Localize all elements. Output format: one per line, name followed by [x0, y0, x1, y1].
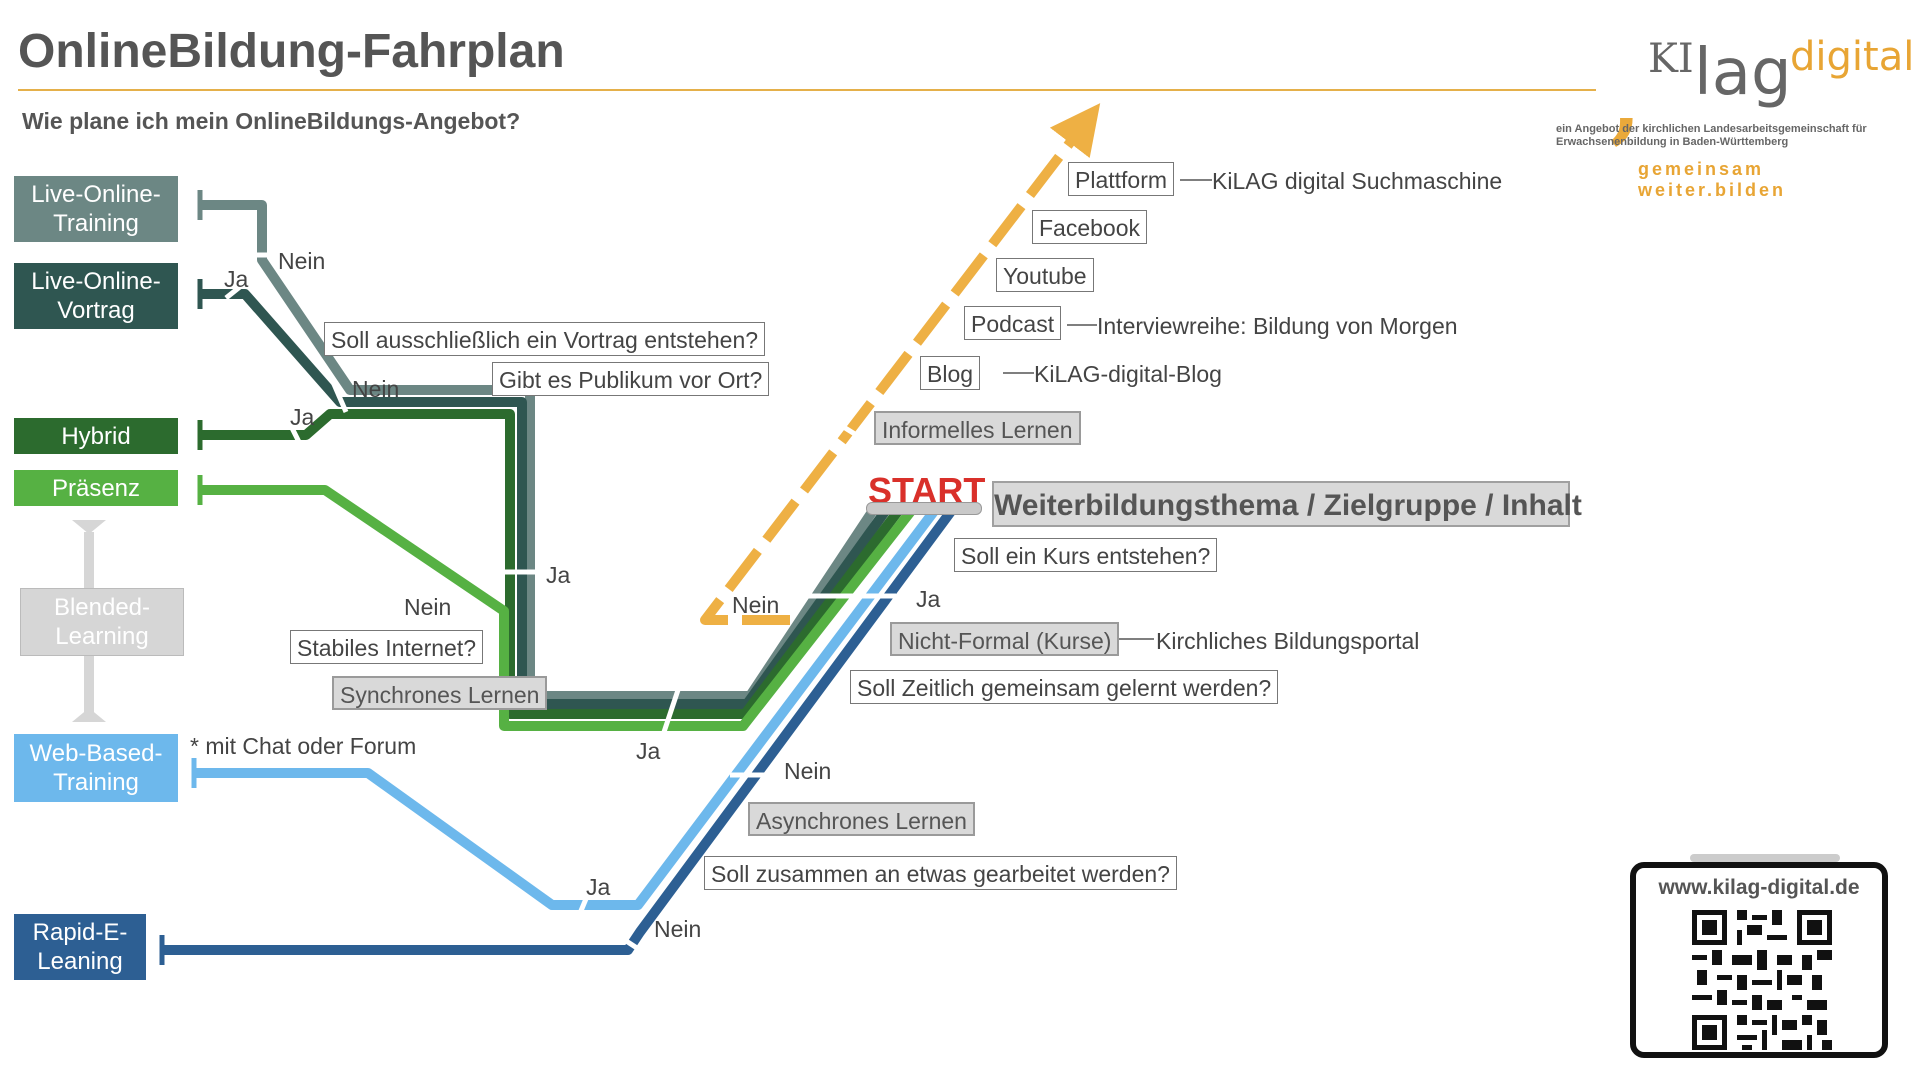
answer-nein: Nein — [784, 758, 832, 784]
question-zeitlich: Soll Zeitlich gemeinsam gelernt werden? — [850, 670, 1279, 704]
answer-nein: Nein — [732, 592, 780, 618]
answer-ja: Ja — [290, 404, 315, 430]
line-wbt — [194, 502, 942, 910]
answer-nein: Nein — [654, 916, 702, 942]
logo-ki: KI — [1648, 36, 1694, 82]
mode-hybrid: Hybrid — [14, 418, 178, 454]
category-asynchron: Asynchrones Lernen — [748, 802, 975, 836]
line-informell — [700, 103, 1101, 625]
logo-comma-mark: , — [1610, 48, 1642, 154]
platform-blog: Blog — [920, 356, 981, 390]
line-hybrid — [198, 409, 906, 719]
mode-blended-learning-label: Blended-Learning — [53, 594, 151, 650]
answer-nein: Nein — [278, 248, 326, 274]
terminals — [159, 190, 203, 965]
question-publikum: Gibt es Publikum vor Ort? — [492, 362, 770, 396]
qr-code-icon — [1692, 910, 1832, 1050]
mode-web-based-training: Web-Based-Training — [14, 734, 178, 802]
mode-live-online-training: Live-Online-Training — [14, 176, 178, 242]
question-vortrag: Soll ausschließlich ein Vortrag entstehe… — [324, 322, 766, 356]
station-gaps — [224, 252, 896, 953]
website-url[interactable]: www.kilag-digital.de — [1658, 876, 1860, 899]
note-bildungsportal: Kirchliches Bildungsportal — [1156, 628, 1420, 654]
line-live-training — [198, 200, 881, 701]
answer-ja: Ja — [636, 738, 661, 764]
logo-tagline: gemeinsam weiter.bilden — [1638, 159, 1787, 200]
line-rapid — [162, 503, 960, 955]
qr-card[interactable]: www.kilag-digital.de — [1630, 862, 1888, 1058]
start-station — [866, 502, 982, 515]
mode-live-online-vortrag-label: Live-Online-Vortrag — [31, 268, 161, 324]
mode-web-based-training-label: Web-Based-Training — [29, 740, 163, 796]
logo-lag: lag — [1694, 36, 1792, 110]
mode-rapid-e-learning: Rapid-E-Leaning — [14, 914, 146, 980]
page-title: OnlineBildung-Fahrplan — [18, 25, 565, 78]
mode-blended-learning: Blended-Learning — [20, 588, 184, 656]
answer-ja: Ja — [224, 266, 249, 292]
question-zusammen: Soll zusammen an etwas gearbeitet werden… — [704, 856, 1177, 890]
category-nicht-formal: Nicht-Formal (Kurse) — [890, 622, 1120, 656]
mode-praesenz: Präsenz — [14, 470, 178, 506]
note-plattform: KiLAG digital Suchmaschine — [1212, 168, 1503, 194]
answer-nein: Nein — [404, 594, 452, 620]
page-subtitle: Wie plane ich mein OnlineBildungs-Angebo… — [22, 108, 521, 134]
note-podcast: Interviewreihe: Bildung von Morgen — [1097, 313, 1458, 339]
mode-hybrid-label: Hybrid — [61, 422, 131, 450]
category-synchron: Synchrones Lernen — [332, 676, 548, 710]
question-kurs: Soll ein Kurs entstehen? — [954, 538, 1218, 572]
mode-praesenz-label: Präsenz — [51, 474, 141, 502]
topic-box: Weiterbildungsthema / Zielgruppe / Inhal… — [992, 481, 1582, 527]
note-blog: KiLAG-digital-Blog — [1034, 361, 1222, 387]
category-informell: Informelles Lernen — [874, 411, 1081, 445]
footnote-chat-forum: * mit Chat oder Forum — [190, 733, 417, 759]
qr-card-shadow — [1690, 854, 1840, 862]
title-divider — [18, 89, 1596, 91]
note-connectors — [1003, 179, 1212, 640]
answer-ja: Ja — [546, 562, 571, 588]
mode-rapid-e-learning-label: Rapid-E-Leaning — [32, 919, 128, 975]
platform-facebook: Facebook — [1032, 210, 1148, 244]
line-praesenz — [198, 485, 919, 731]
platform-plattform: Plattform — [1068, 162, 1175, 196]
answer-nein: Nein — [352, 376, 400, 402]
mode-live-online-training-label: Live-Online-Training — [31, 181, 161, 237]
answer-ja: Ja — [586, 874, 611, 900]
logo-description: ein Angebot der kirchlichen Landesarbeit… — [1556, 123, 1867, 148]
question-internet: Stabiles Internet? — [290, 630, 484, 664]
mode-live-online-vortrag: Live-Online-Vortrag — [14, 263, 178, 329]
blended-connector — [72, 520, 106, 722]
logo-digital: digital — [1790, 34, 1915, 80]
platform-podcast: Podcast — [964, 306, 1062, 340]
platform-youtube: Youtube — [996, 258, 1094, 292]
answer-ja: Ja — [916, 586, 941, 612]
